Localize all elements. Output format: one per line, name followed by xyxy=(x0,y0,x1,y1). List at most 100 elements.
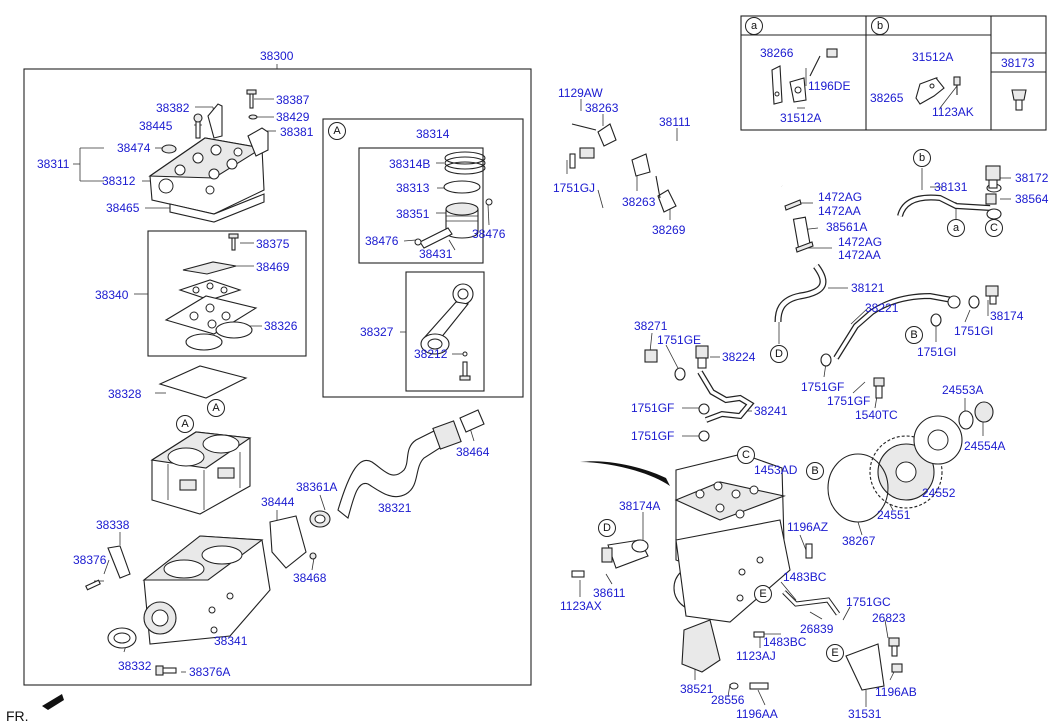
part-label: 24551 xyxy=(877,508,911,522)
part-label: 1123AJ xyxy=(736,649,776,663)
part-label: 38521 xyxy=(680,682,714,696)
part-label: 24553A xyxy=(942,383,984,397)
reference-marker: A xyxy=(207,399,225,417)
part-label: 1123AX xyxy=(560,599,602,613)
part-label: 38267 xyxy=(842,534,876,548)
part-label: 38314B xyxy=(389,157,431,171)
reference-marker: b xyxy=(913,149,931,167)
part-label: 38241 xyxy=(754,404,788,418)
part-label: 38564 xyxy=(1015,192,1049,206)
part-label: 1472AA xyxy=(838,248,881,262)
reference-marker: C xyxy=(737,446,755,464)
part-label: 24552 xyxy=(922,486,956,500)
part-label: 1123AK xyxy=(932,105,974,119)
part-label: 38476 xyxy=(472,227,506,241)
part-label: 28556 xyxy=(711,693,745,707)
connecting-rod xyxy=(420,283,474,381)
part-label: 38476 xyxy=(365,234,399,248)
frames xyxy=(23,15,1047,686)
hose-parts xyxy=(774,199,827,323)
orientation-arrows xyxy=(42,461,670,710)
compressor-assembly xyxy=(571,453,903,691)
part-label: 1751GE xyxy=(657,333,702,347)
pipe-38111 xyxy=(569,123,784,213)
part-label: 38351 xyxy=(396,207,430,221)
part-label: 38474 xyxy=(117,141,151,155)
part-label: 38328 xyxy=(108,387,142,401)
part-label: 1196DE xyxy=(808,79,851,93)
inset-c-label: 38173 xyxy=(1001,56,1035,70)
crankcase xyxy=(85,535,271,676)
valve-plate xyxy=(164,233,258,351)
piston-parts xyxy=(414,151,493,249)
reference-marker: B xyxy=(806,462,824,480)
part-label: 1751GF xyxy=(827,394,871,408)
part-label: 1472AA xyxy=(818,204,861,218)
part-label: 1540TC xyxy=(855,408,898,422)
reference-marker: D xyxy=(598,519,616,537)
reference-marker: B xyxy=(905,326,923,344)
part-label: 38464 xyxy=(456,445,490,459)
part-label: 24554A xyxy=(964,439,1006,453)
part-label: 38340 xyxy=(95,288,129,302)
part-label: 38221 xyxy=(865,301,899,315)
part-label: 1196AA xyxy=(736,707,778,721)
part-label: 38381 xyxy=(280,125,314,139)
cylinder-block xyxy=(150,431,252,515)
part-label: 1483BC xyxy=(783,570,827,584)
part-label: 38174 xyxy=(990,309,1024,323)
part-label: 38172 xyxy=(1015,171,1049,185)
inset-parts xyxy=(771,48,1027,111)
reference-marker: E xyxy=(754,585,772,603)
part-label: 38266 xyxy=(760,46,794,60)
part-label: 38131 xyxy=(934,180,968,194)
part-label: 1751GJ xyxy=(553,181,596,195)
part-label: 38341 xyxy=(214,634,248,648)
part-label: 38468 xyxy=(293,571,327,585)
pipe-38131 xyxy=(897,165,1002,220)
part-label: 1751GI xyxy=(917,345,957,359)
part-label: 38338 xyxy=(96,518,130,532)
reference-marker: A xyxy=(176,415,194,433)
part-label: 38611 xyxy=(593,586,626,600)
crankshaft xyxy=(269,409,485,569)
part-label: 38263 xyxy=(585,101,619,115)
part-label: 38212 xyxy=(414,347,448,361)
part-label: 38269 xyxy=(652,223,686,237)
reference-marker: C xyxy=(985,219,1003,237)
inset-a-marker: a xyxy=(745,17,763,35)
part-label: 26839 xyxy=(800,622,834,636)
part-label: 38444 xyxy=(261,495,295,509)
part-label: 38121 xyxy=(851,281,885,295)
part-label: 38561A xyxy=(826,220,868,234)
pipe-38241 xyxy=(644,345,755,442)
part-label: 38321 xyxy=(378,501,412,515)
part-label: 38327 xyxy=(360,325,394,339)
part-label: 38382 xyxy=(156,101,190,115)
part-label: 1483BC xyxy=(763,635,807,649)
cylinder-head xyxy=(148,89,269,223)
gear-parts xyxy=(827,401,994,523)
part-label: 38375 xyxy=(256,237,290,251)
part-label: 38465 xyxy=(106,201,140,215)
part-label: 1751GF xyxy=(801,380,845,394)
part-label: 38376 xyxy=(73,553,107,567)
part-label: 38469 xyxy=(256,260,290,274)
part-label: 38431 xyxy=(419,247,453,261)
part-label: 1751GC xyxy=(846,595,891,609)
sub-a-marker: A xyxy=(328,122,346,140)
part-label: 38311 xyxy=(37,157,70,171)
part-label: 38429 xyxy=(276,110,310,124)
part-label: 1472AG xyxy=(838,235,883,249)
sub-a-label: 38314 xyxy=(416,127,450,141)
part-label: 31512A xyxy=(780,111,822,125)
part-label: 38326 xyxy=(264,319,298,333)
part-label: 38361A xyxy=(296,480,338,494)
part-label: 1751GF xyxy=(631,401,675,415)
part-label: 1453AD xyxy=(754,463,798,477)
inset-b-marker: b xyxy=(871,17,889,35)
part-label: 38271 xyxy=(634,319,668,333)
part-label: 1472AG xyxy=(818,190,863,204)
gasket xyxy=(158,365,248,399)
